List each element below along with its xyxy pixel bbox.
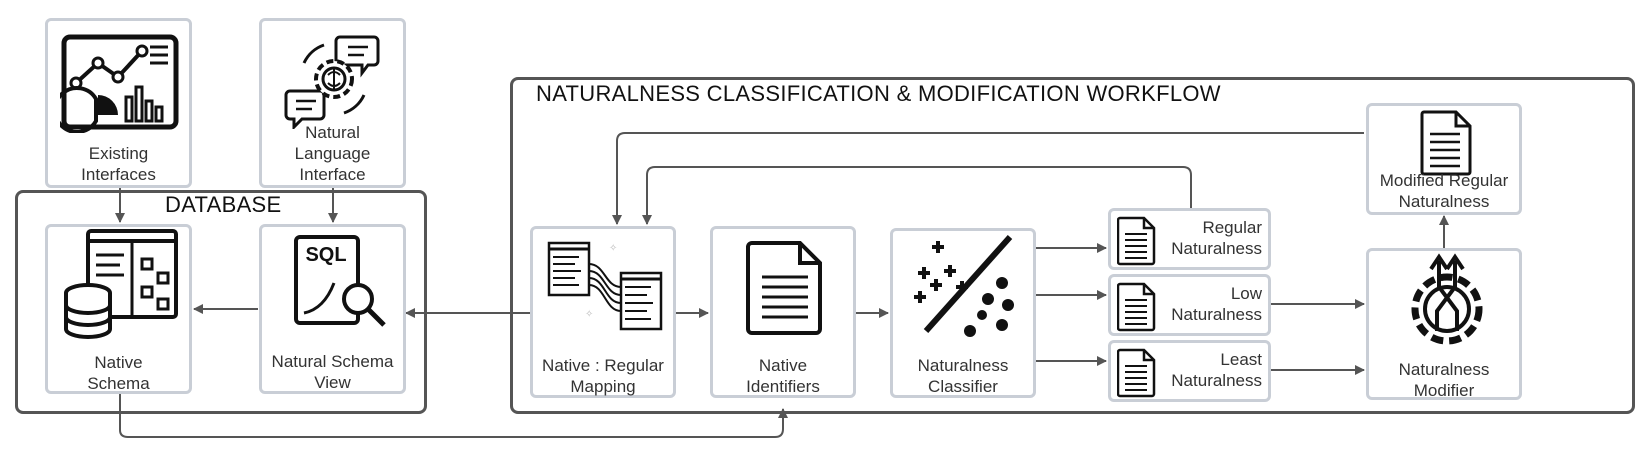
naturalness-modifier-label: Naturalness Modifier xyxy=(1398,360,1490,400)
gear-arrows-icon xyxy=(1411,253,1483,345)
low-naturalness-label: Low Naturalness xyxy=(1171,284,1262,324)
naturalness-classifier-node: Naturalness Classifier xyxy=(890,228,1036,398)
natural-schema-view-node: SQL Natural Schema View xyxy=(259,224,406,394)
low-document-icon xyxy=(1117,282,1156,332)
regular-document-icon xyxy=(1117,216,1156,266)
database-schema-icon xyxy=(64,229,178,339)
workflow-title: NATURALNESS CLASSIFICATION & MODIFICATIO… xyxy=(536,81,1221,106)
modified-regular-naturalness-node: Modified Regular Naturalness xyxy=(1366,103,1522,215)
naturalness-classifier-label: Naturalness Classifier xyxy=(917,356,1009,396)
least-naturalness-node: Least Naturalness xyxy=(1108,340,1271,402)
sql-text: SQL xyxy=(305,244,346,266)
modified-document-icon xyxy=(1420,110,1472,176)
regular-naturalness-label: Regular Naturalness xyxy=(1171,218,1262,258)
native-regular-mapping-label: Native : Regular Mapping xyxy=(542,356,664,396)
classifier-scatter-icon xyxy=(914,235,1014,337)
arrow-modified-to-mapping xyxy=(612,132,1364,225)
natural-language-interface-label: Natural Language Interface xyxy=(294,123,371,184)
document-icon xyxy=(746,241,822,335)
native-schema-node: Native Schema xyxy=(45,224,192,394)
brain-gear-chat-icon xyxy=(284,35,380,129)
database-title: DATABASE xyxy=(165,192,282,217)
natural-language-interface-node: Natural Language Interface xyxy=(259,18,406,188)
sql-search-icon: SQL xyxy=(294,235,386,327)
dashboard-icon xyxy=(60,34,179,133)
native-regular-mapping-node: ✧ ✧ Native : Regular Mapping xyxy=(530,226,676,398)
database-frame xyxy=(15,190,427,414)
native-schema-label: Native Schema xyxy=(87,353,150,393)
least-naturalness-label: Least Naturalness xyxy=(1171,350,1262,390)
least-document-icon xyxy=(1117,348,1156,398)
native-identifiers-label: Native Identifiers xyxy=(746,356,820,396)
natural-schema-view-label: Natural Schema View xyxy=(271,352,394,392)
regular-naturalness-node: Regular Naturalness xyxy=(1108,208,1271,270)
existing-interfaces-label: Existing Interfaces xyxy=(81,144,156,184)
svg-text:✧: ✧ xyxy=(609,243,617,254)
workflow-frame xyxy=(510,77,1635,414)
modified-regular-naturalness-label: Modified Regular Naturalness xyxy=(1379,171,1509,211)
naturalness-modifier-node: Naturalness Modifier xyxy=(1366,248,1522,400)
low-naturalness-node: Low Naturalness xyxy=(1108,274,1271,336)
native-identifiers-node: Native Identifiers xyxy=(710,226,856,398)
existing-interfaces-node: Existing Interfaces xyxy=(45,18,192,188)
arrow-native-schema-to-identifiers xyxy=(119,394,788,438)
arrow-regular-to-mapping xyxy=(642,166,1192,225)
mapping-tables-icon: ✧ ✧ xyxy=(547,241,663,331)
svg-text:✧: ✧ xyxy=(585,309,593,320)
